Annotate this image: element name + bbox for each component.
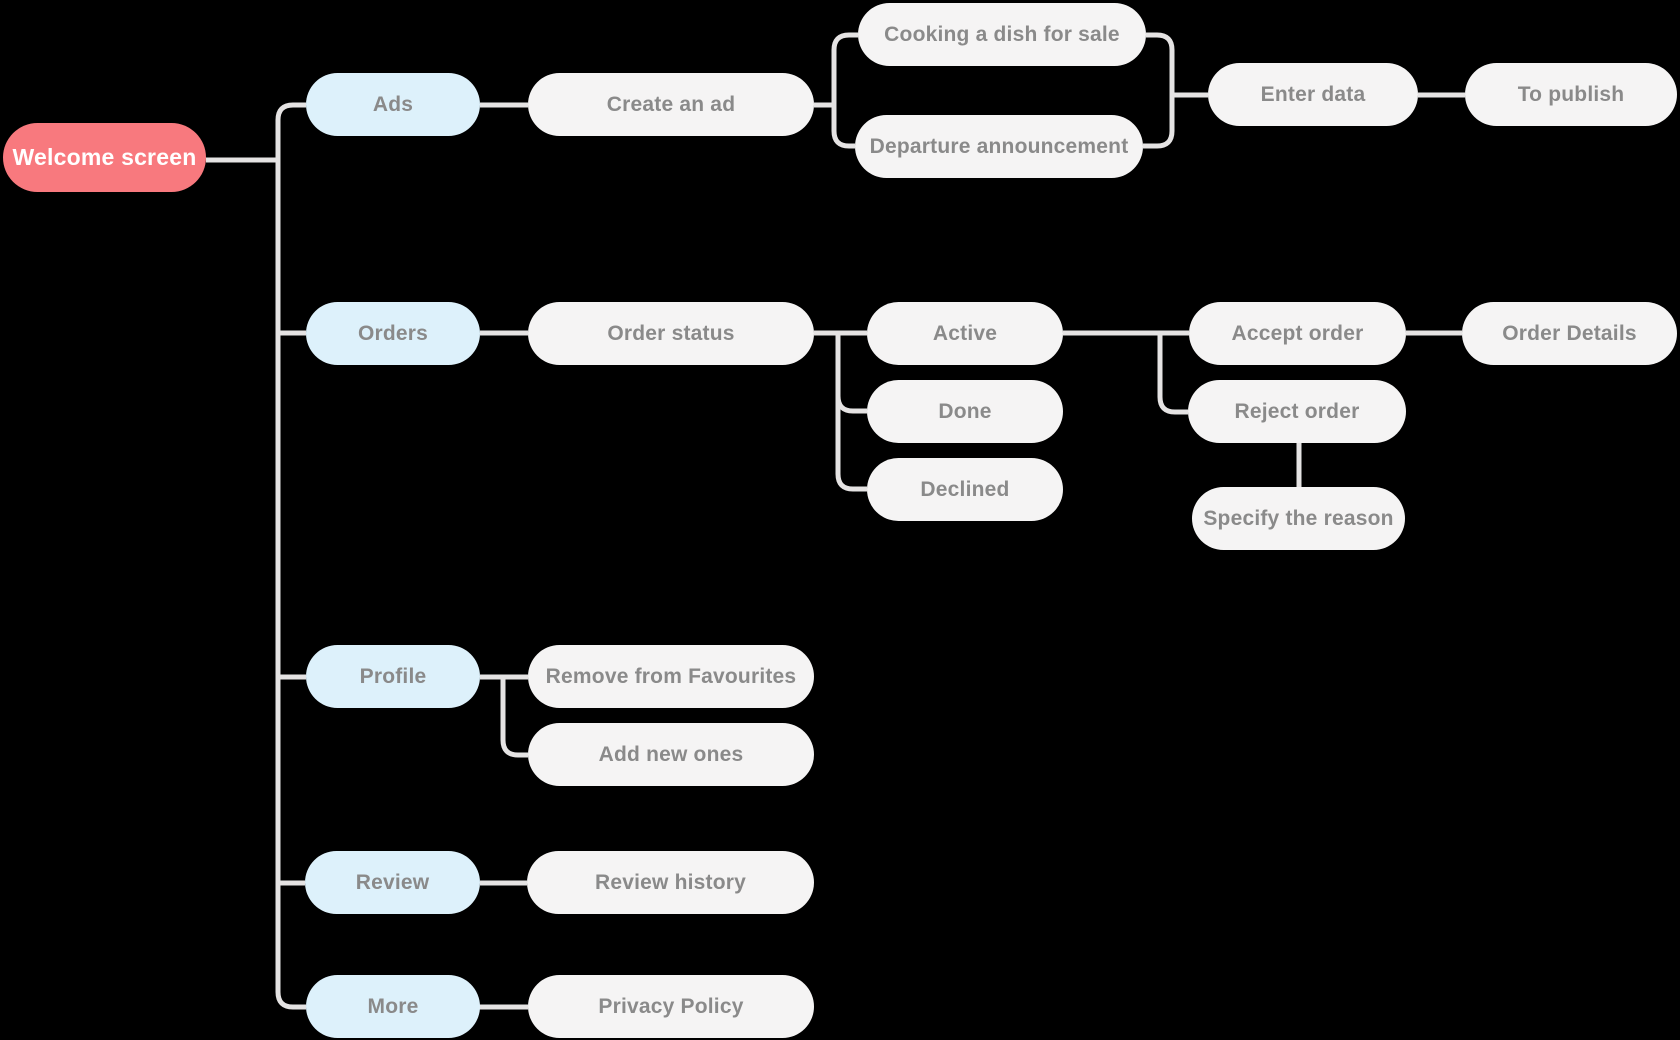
node-enter-data: Enter data [1208,63,1418,126]
node-ads: Ads [306,73,480,136]
node-more: More [306,975,480,1038]
edge-active-reject [1157,333,1188,415]
node-privacy-policy: Privacy Policy [528,975,814,1038]
node-review-history: Review history [527,851,814,914]
node-order-details: Order Details [1462,302,1677,365]
node-add-new-ones: Add new ones [528,723,814,786]
node-to-publish: To publish [1465,63,1677,126]
node-welcome-screen: Welcome screen [3,123,206,192]
node-order-status: Order status [528,302,814,365]
node-cooking-a-dish-for-sale: Cooking a dish for sale [858,3,1146,66]
node-departure-announcement: Departure announcement [855,115,1143,178]
edge-merge-bracket [1143,32,1175,149]
edge-status-declined [835,333,867,492]
node-remove-from-favourites: Remove from Favourites [528,645,814,708]
node-orders: Orders [306,302,480,365]
node-reject-order: Reject order [1188,380,1406,443]
edge-create-split [831,32,858,149]
node-declined: Declined [867,458,1063,521]
node-create-an-ad: Create an ad [528,73,814,136]
node-review: Review [305,851,480,914]
node-profile: Profile [306,645,480,708]
node-done: Done [867,380,1063,443]
edge-profile-add [500,677,528,758]
edge-trunk [275,102,306,1010]
node-specify-the-reason: Specify the reason [1192,487,1405,550]
edge-status-done [835,333,867,414]
node-accept-order: Accept order [1189,302,1406,365]
node-active: Active [867,302,1063,365]
